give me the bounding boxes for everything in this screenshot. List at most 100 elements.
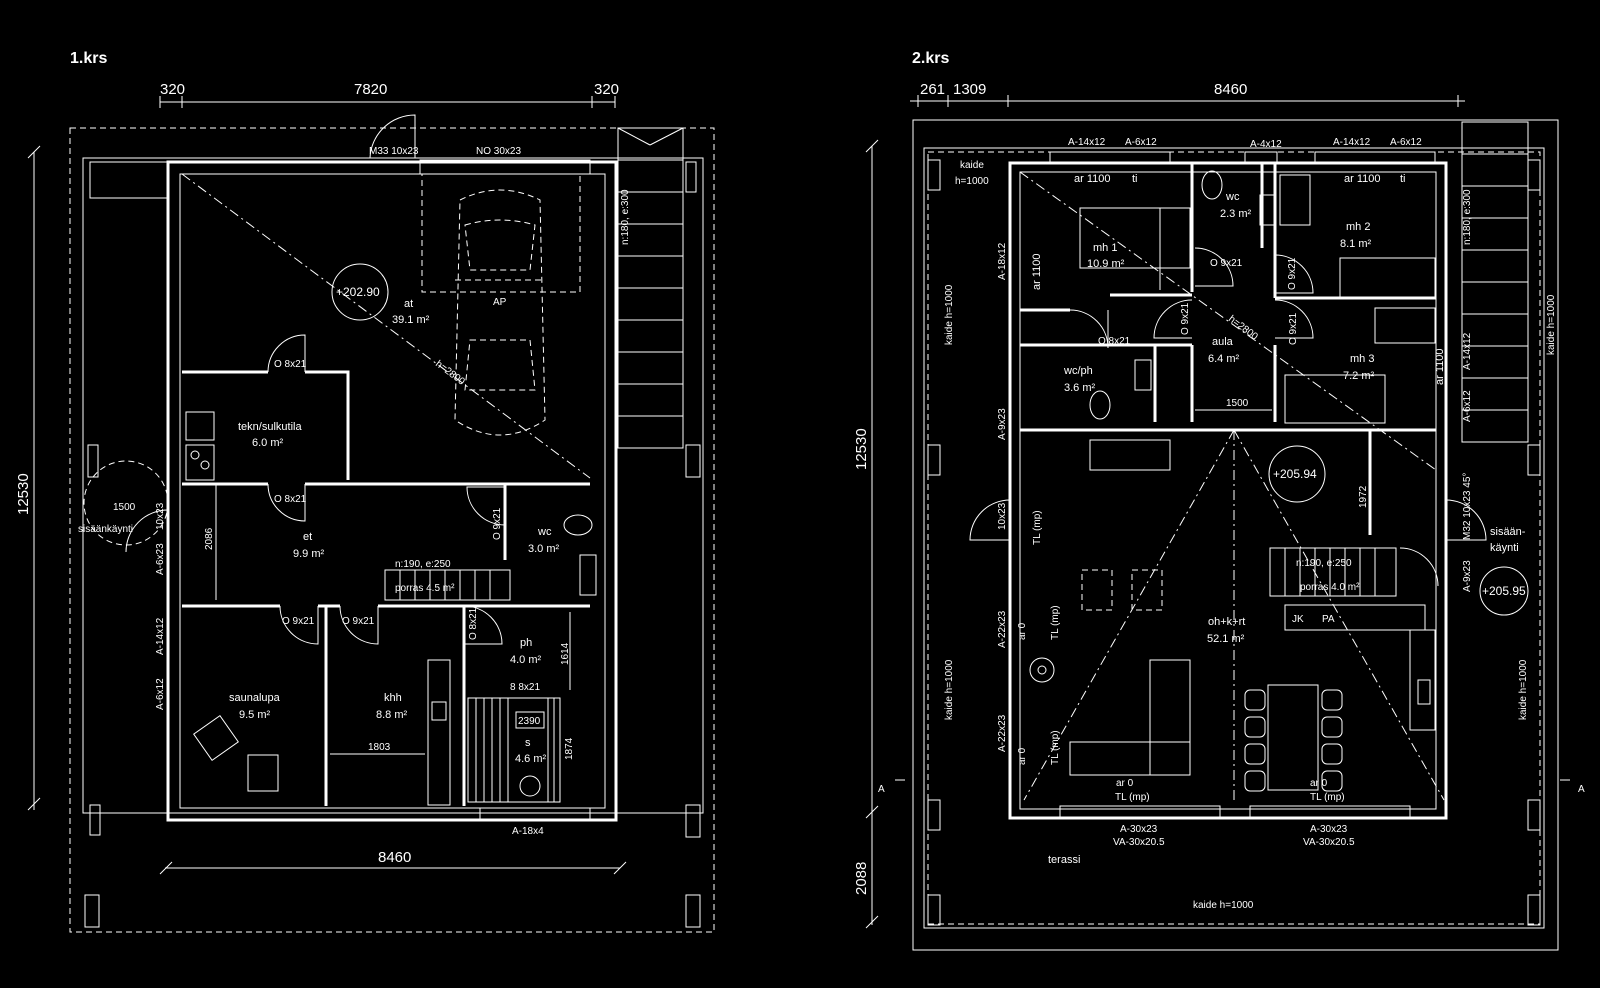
label-ti-b: ti	[1400, 173, 1406, 185]
mh1-stair-below	[1079, 207, 1191, 269]
entry-label-2b: käynti	[1490, 542, 1519, 554]
entry-turning-circle	[83, 460, 169, 546]
label-ar1100-d: ar 1100	[1434, 349, 1446, 386]
room-khh-area: 8.8 m²	[376, 709, 408, 721]
dim-sauna-w: 1803	[368, 742, 391, 753]
door-sauna: O 9x21	[282, 616, 315, 627]
door-ph: O 8x21	[468, 607, 479, 640]
win2-7: A-9x23	[997, 408, 1008, 440]
room-wc2-name: wc	[1225, 191, 1240, 203]
exterior-walls	[166, 160, 618, 822]
room-wcph-name: wc/ph	[1063, 365, 1093, 377]
room-wc-name: wc	[537, 526, 552, 538]
label-ar0-a: ar 0	[1017, 622, 1028, 640]
s-number: 2390	[518, 716, 541, 727]
dim-aula: 1500	[1226, 398, 1249, 409]
terrace-label: terassi	[1048, 854, 1080, 866]
porras-spec-1: n:190, e:250	[395, 559, 451, 570]
level-marker-1	[331, 263, 389, 321]
door-tekn: O 8x21	[274, 359, 307, 370]
room-at-area: 39.1 m²	[392, 314, 430, 326]
door2-aula: O 9x21	[1180, 302, 1191, 335]
kaide-top-h: h=1000	[955, 176, 989, 187]
floor-1-title: 1.krs	[70, 50, 107, 67]
roof-outline-2	[912, 119, 1559, 951]
window-m33: M33 10x23	[369, 146, 419, 157]
dim-s-h: 1874	[564, 737, 575, 760]
dim-entry: 1500	[113, 502, 136, 513]
dim-2-b: 1309	[953, 81, 986, 98]
win2-14: A-9x23	[1462, 560, 1473, 592]
kaide-right-1: kaide h=1000	[1546, 294, 1557, 355]
room-tekn-name: tekn/sulkutila	[238, 421, 302, 433]
section-a-left: A	[878, 784, 885, 795]
car-outline	[454, 189, 546, 436]
label-tl-2: TL (mp)	[1050, 605, 1061, 640]
room-aula-area: 6.4 m²	[1208, 353, 1240, 365]
win2-10: A-22x23	[997, 714, 1008, 752]
dining-chairs	[1244, 689, 1343, 792]
win2-6: A-18x12	[997, 242, 1008, 280]
door-swing-ph	[463, 605, 503, 645]
win2-5: A-6x12	[1390, 137, 1422, 148]
win2-16: A-30x23	[1310, 824, 1348, 835]
window-bottom-left-2	[1059, 805, 1221, 819]
win2-3: A-4x12	[1250, 139, 1282, 150]
dim-2-left: 12530	[853, 428, 870, 470]
room-wc-area: 3.0 m²	[528, 543, 560, 555]
label-tl-1: TL (mp)	[1032, 510, 1043, 545]
interior-stair-1	[384, 569, 511, 601]
interior-stair-2	[1269, 547, 1397, 597]
room-et-name: et	[303, 531, 312, 543]
label-ar0-b: ar 0	[1017, 747, 1028, 765]
level-2a-text: +205.94	[1273, 467, 1317, 481]
window-a18: A-18x4	[512, 826, 544, 837]
entry-label-2a: sisään-	[1490, 526, 1526, 538]
dim-left: 12530	[15, 473, 32, 515]
ridge-line	[181, 173, 591, 479]
room-mh3-area: 7.2 m²	[1343, 370, 1375, 382]
door-khh: O 9x21	[342, 616, 375, 627]
porras-area-1: porras 4.5 m²	[395, 583, 455, 594]
dim-2-a: 261	[920, 81, 945, 98]
kaide-top: kaide	[960, 160, 984, 171]
exterior-walls-2	[1008, 161, 1448, 820]
door-s: 8 8x21	[510, 682, 540, 693]
section-a-right: A	[1578, 784, 1585, 795]
ext-stair-spec-2: n:180, e:300	[1462, 189, 1473, 245]
window-a6x23: A-6x23	[155, 543, 166, 575]
door-swing-wc	[466, 486, 506, 526]
room-mh3-name: mh 3	[1350, 353, 1374, 365]
room-sauna-name: saunalupa	[229, 692, 281, 704]
room-mh2-name: mh 2	[1346, 221, 1370, 233]
room-aula-name: aula	[1212, 336, 1234, 348]
door-wc: O 9x21	[492, 507, 503, 540]
win2-8: 10x23	[997, 502, 1008, 530]
kaide-left-2: kaide h=1000	[944, 659, 955, 720]
win2-16b: VA-30x20.5	[1303, 837, 1355, 848]
level-2b-text: +205.95	[1482, 584, 1526, 598]
label-ar0-c: ar 0	[1116, 778, 1134, 789]
dim-ph-h: 1614	[560, 642, 571, 665]
label-ar1100-a: ar 1100	[1074, 173, 1111, 185]
fireplace	[1029, 657, 1055, 683]
label-jk: JK	[1292, 614, 1304, 625]
door2-mh3: O 9x21	[1288, 312, 1299, 345]
label-ar1100-c: ar 1100	[1031, 254, 1043, 291]
door-swing-tekn	[267, 334, 306, 373]
entry-label-1: sisäänkäynti	[78, 524, 133, 535]
room-at-name: at	[404, 298, 413, 310]
window-a6: A-6x12	[155, 678, 166, 710]
garage-parking-zone	[421, 173, 581, 293]
room-mh1-name: mh 1	[1093, 242, 1117, 254]
window-10x23: 10x23	[155, 502, 166, 530]
ridge-line-2c	[1233, 429, 1445, 801]
label-tl-3: TL (mp)	[1050, 730, 1061, 765]
room-mh2-area: 8.1 m²	[1340, 238, 1372, 250]
room-oh-area: 52.1 m²	[1207, 633, 1245, 645]
kaide-bottom: kaide h=1000	[1193, 900, 1254, 911]
room-oh-name: oh+k+rt	[1208, 616, 1245, 628]
garage-door-swing	[369, 114, 416, 159]
porras-area-2: porras 4.0 m²	[1300, 582, 1360, 593]
door-et: O 8x21	[274, 494, 307, 505]
